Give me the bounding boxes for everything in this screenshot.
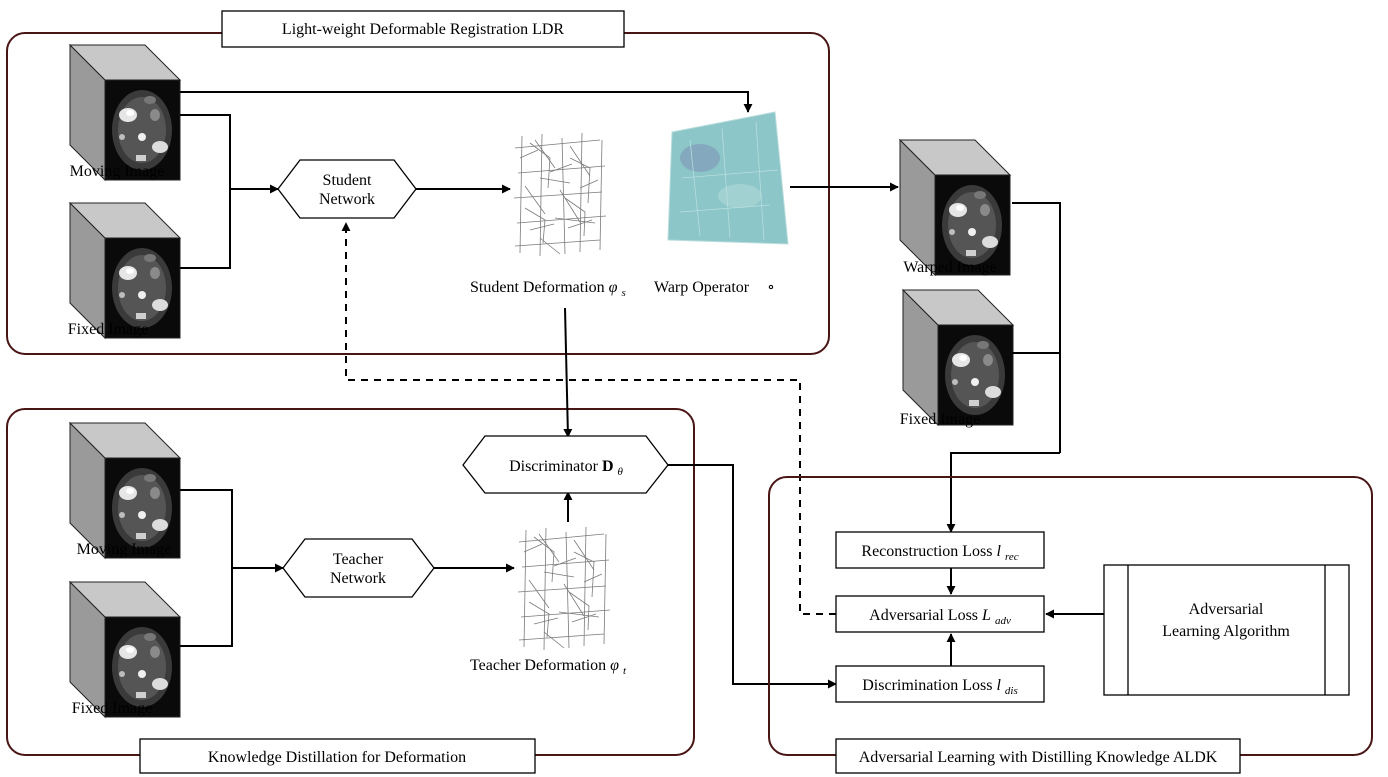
teacher-deformation-label: Teacher Deformation φ t (470, 657, 627, 677)
connector-kdd-fixed (180, 568, 233, 647)
moving-image-label-ldr: Moving Image (70, 163, 165, 180)
connector-discriminator-to-dis-loss (668, 464, 837, 689)
fixed-image-cube-right (902, 289, 1014, 426)
warped-image-label: Warped Image (903, 259, 996, 276)
fixed-image-cube-kdd (69, 581, 181, 718)
connector-moving-to-student (180, 114, 231, 189)
moving-image-cube-ldr (69, 44, 181, 181)
student-deformation-grid (513, 132, 607, 257)
connector-join-to-recon (946, 452, 1060, 533)
kdd-title: Knowledge Distillation for Deformation (208, 749, 466, 766)
teacher-network-node: Teacher Network (282, 538, 435, 598)
aldk-title-box: Adversarial Learning with Distilling Kno… (835, 738, 1241, 774)
teacher-network-label-line1: Teacher (333, 551, 384, 568)
fixed-image-label-kdd: Fixed Image (72, 700, 152, 717)
ldr-title: Light-weight Deformable Registration LDR (282, 21, 564, 38)
connector-kdd-moving (180, 489, 233, 568)
connector-moving-to-warp (180, 91, 753, 113)
teacher-network-label-line2: Network (330, 570, 386, 587)
adversarial-loss-box: Adversarial Loss L adv (835, 595, 1045, 633)
teacher-deformation-grid (517, 526, 611, 651)
connector-warped-to-recon (1012, 202, 1061, 453)
ldr-title-box: Light-weight Deformable Registration LDR (221, 10, 625, 48)
connector-student-deformation-to-discriminator (563, 307, 573, 438)
fixed-image-cube-ldr (69, 202, 181, 339)
student-network-label-line2: Network (319, 191, 375, 208)
discrimination-loss-label: Discrimination Loss l dis (862, 677, 1018, 697)
adversarial-loss-label: Adversarial Loss L adv (869, 607, 1011, 627)
fixed-image-label-right: Fixed Image (900, 411, 980, 428)
reconstruction-loss-label: Reconstruction Loss l rec (861, 543, 1018, 563)
moving-image-label-kdd: Moving Image (77, 541, 172, 558)
fixed-image-label-ldr: Fixed Image (68, 321, 148, 338)
discriminator-node: Discriminator D θ (462, 435, 669, 494)
connector-fixed-to-student (180, 189, 231, 269)
discrimination-loss-box: Discrimination Loss l dis (835, 665, 1045, 703)
aldk-title: Adversarial Learning with Distilling Kno… (859, 749, 1218, 766)
kdd-title-box: Knowledge Distillation for Deformation (139, 738, 536, 774)
algorithm-label-line2: Learning Algorithm (1162, 623, 1290, 640)
warp-operator-label: Warp Operator ∘ (654, 279, 775, 296)
reconstruction-loss-box: Reconstruction Loss l rec (835, 531, 1045, 569)
warped-image-cube (899, 139, 1011, 276)
algorithm-label-line1: Adversarial (1189, 601, 1264, 618)
student-network-label-line1: Student (323, 172, 372, 189)
discriminator-label: Discriminator D θ (509, 458, 623, 478)
moving-image-cube-kdd (69, 422, 181, 559)
student-deformation-label: Student Deformation φ s (470, 279, 626, 299)
adversarial-learning-algorithm-box: Adversarial Learning Algorithm (1103, 564, 1350, 696)
warp-operator-surface (667, 111, 789, 245)
student-network-node: Student Network (277, 159, 417, 219)
